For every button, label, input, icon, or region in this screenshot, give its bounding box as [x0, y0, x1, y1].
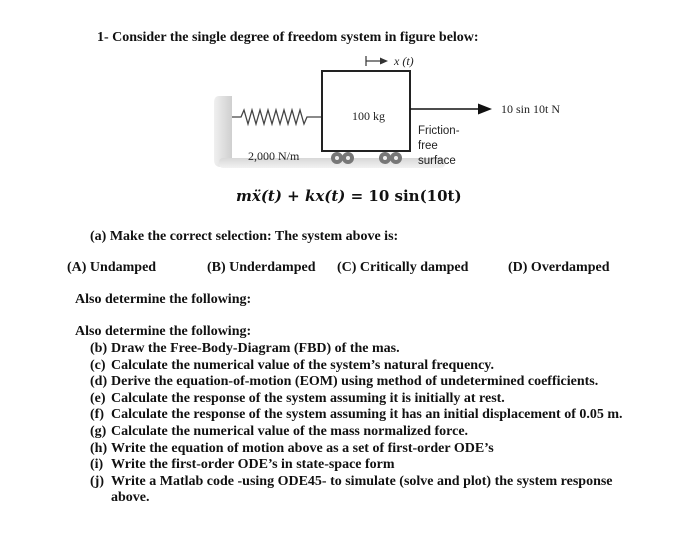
part-text: Calculate the numerical value of the mas…: [111, 423, 469, 439]
spring: [232, 107, 322, 127]
surface-label-line-2: free: [418, 140, 438, 152]
part-label: (i): [90, 457, 104, 473]
part-text: Write the first-order ODE’s in state-spa…: [111, 457, 395, 473]
part-text: Calculate the numerical value of the sys…: [111, 357, 495, 373]
part-item: (j) Write a Matlab code -using ODE45- to …: [75, 474, 695, 507]
part-label: (h): [90, 440, 108, 456]
option-d: (D) Overdamped: [508, 260, 610, 275]
part-label: (b): [90, 341, 108, 356]
force-label: 10 sin 10t N: [501, 102, 560, 116]
force-arrow: [410, 103, 492, 115]
part-item: (c) Calculate the numerical value of the …: [75, 358, 695, 375]
part-item: (h)Write the equation of motion above as…: [75, 441, 695, 458]
part-text: Calculate the response of the system ass…: [111, 390, 505, 406]
displacement-label: x (t): [393, 54, 414, 68]
part-text: Write a Matlab code -using ODE45- to sim…: [111, 473, 613, 506]
part-text: Draw the Free-Body-Diagram (FBD) of the …: [111, 341, 400, 356]
equation-rhs: = 10 sin(10t): [345, 187, 462, 205]
also-determine-heading-1: Also determine the following:: [75, 292, 252, 307]
part-item: (b)Draw the Free-Body-Diagram (FBD) of t…: [75, 341, 695, 358]
option-b: (B) Underdamped: [207, 260, 316, 275]
surface-label-line-3: surface: [418, 155, 456, 167]
mass-block: [321, 70, 411, 152]
part-item: (e) Calculate the response of the system …: [75, 391, 695, 408]
part-a-prompt: (a) Make the correct selection: The syst…: [90, 229, 399, 244]
equation-lhs: mẍ(t) + kx(t): [236, 187, 346, 205]
part-item: (d)Derive the equation-of-motion (EOM) u…: [75, 374, 695, 391]
part-item: (f) Calculate the response of the system …: [75, 407, 695, 424]
equation-of-motion: mẍ(t) + kx(t) = 10 sin(10t): [236, 187, 462, 205]
also-determine-heading-2: Also determine the following:: [75, 324, 252, 339]
part-text: Derive the equation-of-motion (EOM) usin…: [111, 374, 599, 390]
mass-label: 100 kg: [352, 109, 385, 123]
part-item: (i) Write the first-order ODE’s in state-…: [75, 457, 695, 474]
displacement-arrow: [365, 56, 388, 66]
part-text: Calculate the response of the system ass…: [111, 407, 623, 423]
part-label: (j): [90, 473, 104, 489]
part-label: (f): [90, 407, 104, 423]
part-label: (e): [90, 390, 106, 406]
option-c: (C) Critically damped: [337, 260, 469, 275]
part-label: (g): [90, 423, 107, 439]
option-a: (A) Undamped: [67, 260, 157, 275]
part-text: Write the equation of motion above as a …: [111, 440, 494, 456]
parts-list: (b)Draw the Free-Body-Diagram (FBD) of t…: [75, 341, 695, 507]
wall: [214, 96, 232, 167]
spring-constant-label: 2,000 N/m: [248, 149, 300, 163]
part-label: (d): [90, 374, 108, 390]
wheels: [331, 152, 402, 164]
part-item: (g)Calculate the numerical value of the …: [75, 424, 695, 441]
surface-label-line-1: Friction-: [418, 125, 460, 137]
question-title: 1- Consider the single degree of freedom…: [97, 30, 479, 45]
part-label: (c): [90, 357, 106, 373]
